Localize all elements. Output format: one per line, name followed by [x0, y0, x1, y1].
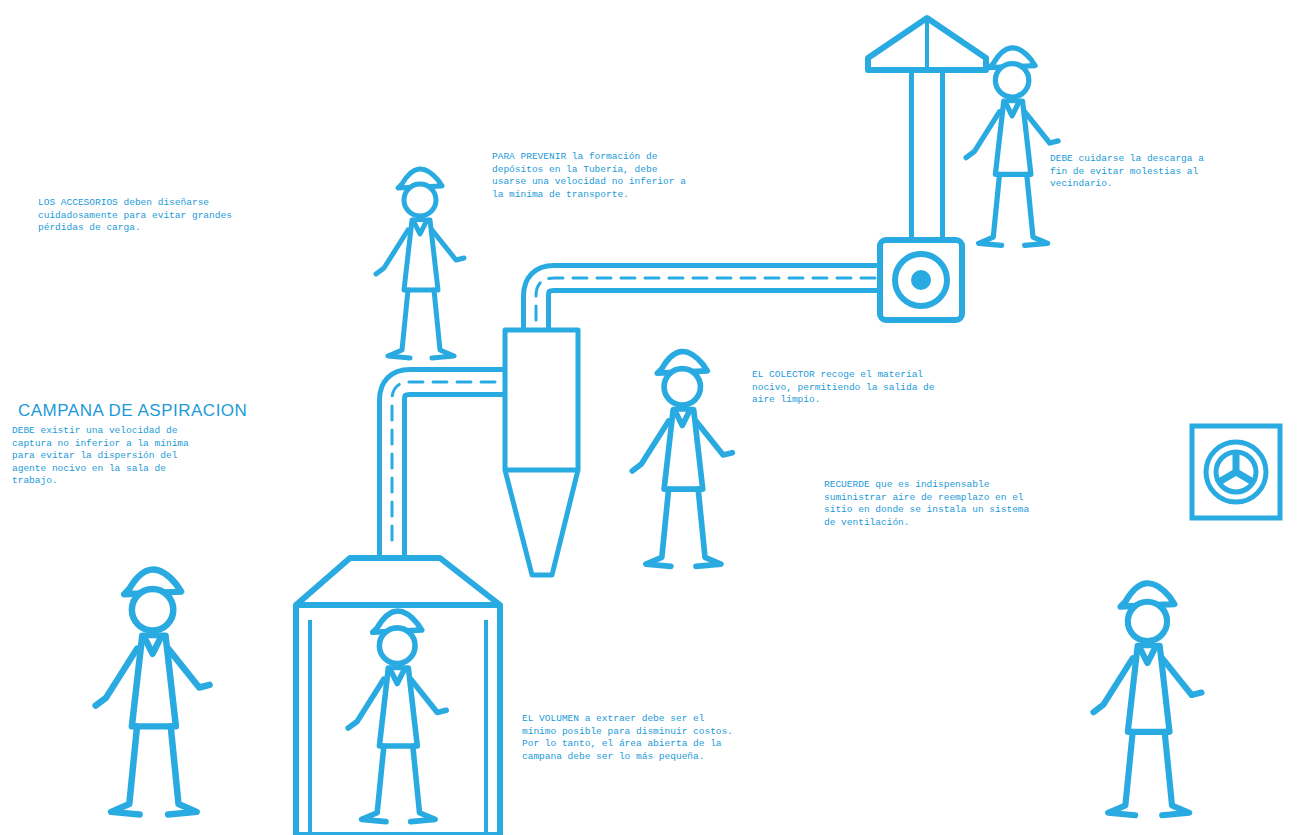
note-text: EL VOLUMEN a extraer debe ser el mínimo … — [520, 712, 735, 764]
note-text: DEBE existir una velocidad de captura no… — [10, 424, 205, 489]
section-heading: CAMPANA DE ASPIRACION — [16, 400, 256, 422]
note-text: LOS ACCESORIOS deben diseñarse cuidadosa… — [36, 196, 271, 236]
note-text: EL COLECTOR recoge el material nocivo, p… — [750, 368, 950, 408]
note-text: DEBE cuidarse la descarga a fin de evita… — [1048, 152, 1223, 192]
note-text: PARA PREVENIR la formación de depósitos … — [490, 150, 695, 202]
note-text: RECUERDE que es indispensable suministra… — [822, 478, 1037, 530]
